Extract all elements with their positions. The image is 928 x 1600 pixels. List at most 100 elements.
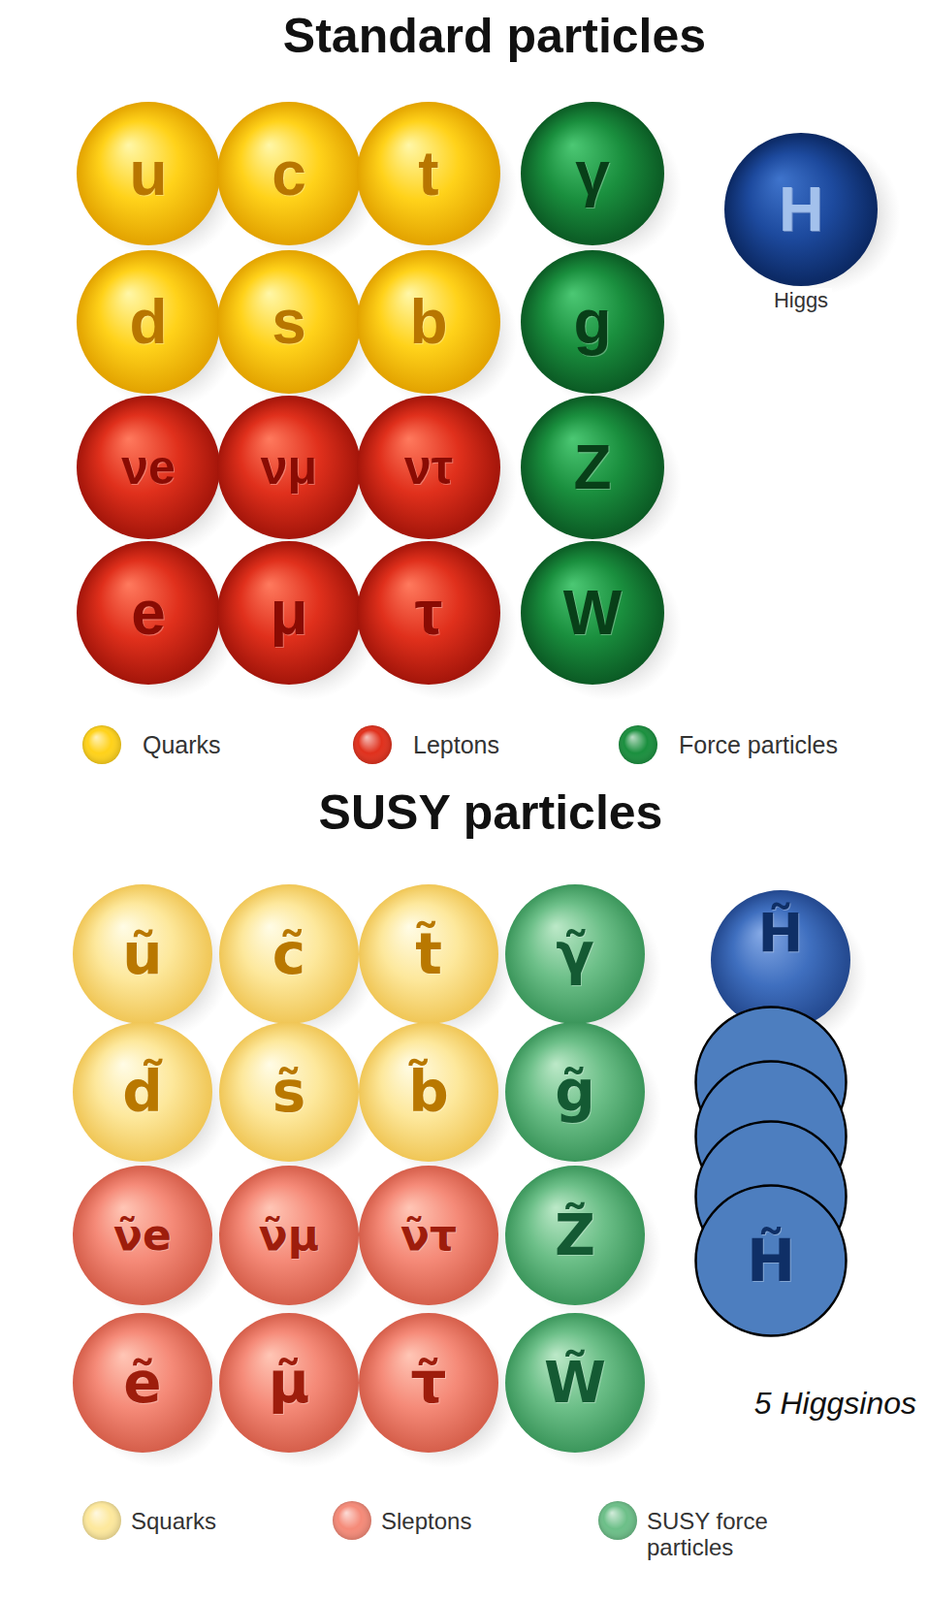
particle-sphere: νe (76, 395, 221, 540)
particle-symbol: W̃ (505, 1312, 645, 1453)
sphere-body (520, 101, 665, 246)
note-label: 5 Higgsinos (754, 1383, 917, 1423)
sparticle-sphere: ẽ (72, 1312, 213, 1453)
swatch-highlight (82, 1501, 122, 1540)
particle-symbol: c (217, 101, 361, 246)
sparticle-sphere: g̃ (505, 1022, 645, 1162)
label-text: 5 Higgsinos (754, 1383, 917, 1423)
sparticle-sphere: ν̃τ (358, 1165, 499, 1306)
legend-text: Leptons (413, 732, 627, 759)
legend-swatch-shape (82, 725, 122, 765)
particle-sphere: c (217, 101, 361, 246)
particle-symbol: ν̃e (72, 1165, 213, 1306)
particle-symbol: Z̃ (505, 1165, 645, 1306)
particle-symbol: H̃ (710, 863, 851, 1003)
sphere-body (505, 1022, 645, 1162)
swatch-highlight (332, 1501, 372, 1540)
legend-swatch-shape (598, 1501, 638, 1540)
particle-symbol: b (356, 250, 501, 394)
swatch-highlight (352, 725, 392, 765)
sparticle-sphere: d̃ (72, 1022, 213, 1162)
particle-sphere: t (356, 101, 501, 246)
particle-symbol: ν̃μ (219, 1165, 359, 1306)
sphere-body (217, 101, 361, 246)
particle-sphere: u (76, 101, 221, 246)
particle-symbol: H̃ (694, 1184, 848, 1338)
sphere-body (217, 250, 361, 394)
particle-sphere: νμ (217, 395, 361, 540)
sphere-body (505, 1165, 645, 1306)
swatch-highlight (598, 1501, 638, 1540)
particle-sphere: d (76, 250, 221, 394)
particle-symbol: H (724, 132, 878, 287)
particle-symbol: t̃ (358, 884, 499, 1024)
sphere-body (219, 884, 359, 1024)
particle-sphere: ντ (356, 395, 501, 540)
particle-sphere: e (76, 541, 221, 685)
particle-symbol: d̃ (72, 1022, 213, 1162)
sphere-body (520, 250, 665, 394)
legend-swatch-shape (618, 725, 658, 765)
particle-sphere: μ (217, 541, 361, 685)
label-text: SUSY particles (319, 784, 664, 841)
title-text: Standard particles (283, 7, 706, 64)
sparticle-sphere: γ̃ (505, 884, 645, 1024)
higgsino-stack: H̃ (694, 1005, 848, 1338)
legend-swatch (618, 725, 658, 765)
sphere-body (356, 541, 501, 685)
sparticle-sphere: ũ (72, 884, 213, 1024)
sphere-body (76, 395, 221, 540)
particle-symbol: g̃ (505, 1022, 645, 1162)
particle-symbol: τ (356, 541, 501, 685)
sphere-body (505, 1312, 645, 1453)
particle-symbol: μ (217, 541, 361, 685)
particle-symbol: d (76, 250, 221, 394)
sphere-body (72, 884, 213, 1024)
legend-swatch (82, 1501, 122, 1540)
particle-symbol: μ̃ (219, 1312, 359, 1453)
higgs-sphere: HHiggs (724, 132, 878, 314)
sphere-body (358, 1312, 499, 1453)
particle-symbol: W (520, 541, 665, 685)
legend-swatch-shape (332, 1501, 372, 1540)
sphere-body (72, 1165, 213, 1306)
sphere-body (76, 541, 221, 685)
sparticle-sphere: Z̃ (505, 1165, 645, 1306)
particle-sphere: b (356, 250, 501, 394)
sparticle-sphere: ν̃e (72, 1165, 213, 1306)
diagram-title: Standard particles (283, 7, 706, 64)
sphere-body (356, 250, 501, 394)
particle-symbol: ν̃τ (358, 1165, 499, 1306)
label-patch: Higgs (769, 288, 832, 313)
legend-text: Quarks (142, 732, 356, 759)
sphere-body (505, 884, 645, 1024)
particle-symbol: s (217, 250, 361, 394)
particle-symbol: ũ (72, 884, 213, 1024)
section-title: SUSY particles (319, 784, 664, 841)
legend-swatch (598, 1501, 638, 1540)
particle-symbol: t (356, 101, 501, 246)
sparticle-sphere: μ̃ (219, 1312, 359, 1453)
legend-swatch (332, 1501, 372, 1540)
particle-symbol: Z (520, 395, 665, 540)
legend-text: Squarks (130, 1507, 325, 1535)
particle-symbol: s̃ (219, 1022, 359, 1162)
sphere-body (219, 1022, 359, 1162)
sphere-body (358, 884, 499, 1024)
particle-symbol: νμ (217, 395, 361, 540)
higgs-label: Higgs (724, 288, 878, 314)
sparticle-sphere: ν̃μ (219, 1165, 359, 1306)
legend-swatch-shape (82, 1501, 122, 1540)
sparticle-sphere: t̃ (358, 884, 499, 1024)
sphere-body (520, 541, 665, 685)
legend-swatch (352, 725, 392, 765)
sphere-body (72, 1312, 213, 1453)
legend-swatch-shape (352, 725, 392, 765)
swatch-highlight (618, 725, 658, 765)
legend-swatch (82, 725, 122, 765)
particle-symbol: b̃ (358, 1022, 499, 1162)
sphere-body (358, 1165, 499, 1306)
sphere-body (520, 395, 665, 540)
sphere-body (217, 395, 361, 540)
